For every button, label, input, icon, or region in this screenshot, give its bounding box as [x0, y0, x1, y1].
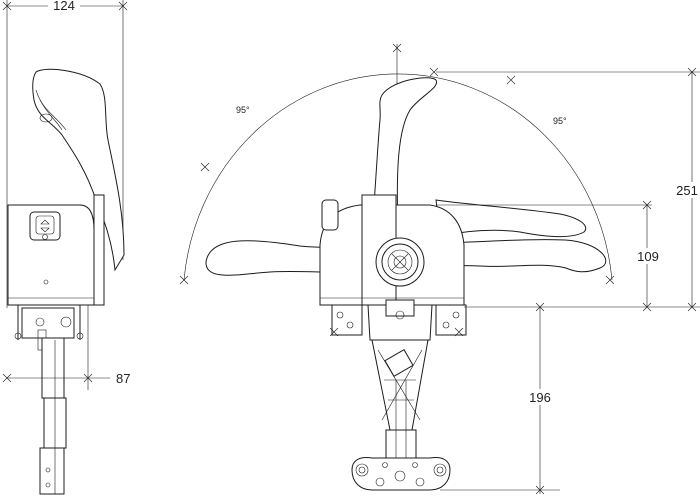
dimension-124: 124: [2, 0, 128, 308]
dim-label-87: 87: [116, 371, 130, 386]
angle-label-right: 95°: [553, 116, 567, 126]
dimension-87: 87: [2, 305, 130, 390]
base-plate: [351, 457, 451, 491]
lever-mid: [435, 199, 587, 238]
side-lever: [32, 68, 125, 272]
dim-label-251: 251: [676, 183, 698, 198]
front-bracket: [329, 299, 467, 341]
dimension-251: 251: [436, 67, 700, 312]
front-view: 95° 95°: [179, 43, 700, 495]
side-bracket: [14, 305, 84, 495]
dim-label-109: 109: [637, 249, 659, 264]
side-button-panel: [29, 211, 61, 241]
side-view: 124: [2, 0, 130, 495]
dim-label-196: 196: [529, 390, 551, 405]
dimension-196: 196: [440, 302, 560, 495]
lever-vertical: [371, 77, 437, 233]
column: [371, 339, 429, 461]
dimension-109: 109: [436, 200, 663, 312]
angle-label-left: 95°: [236, 105, 250, 115]
hub: [375, 237, 425, 287]
dim-label-124: 124: [53, 0, 75, 13]
swing-arc: [183, 73, 613, 281]
